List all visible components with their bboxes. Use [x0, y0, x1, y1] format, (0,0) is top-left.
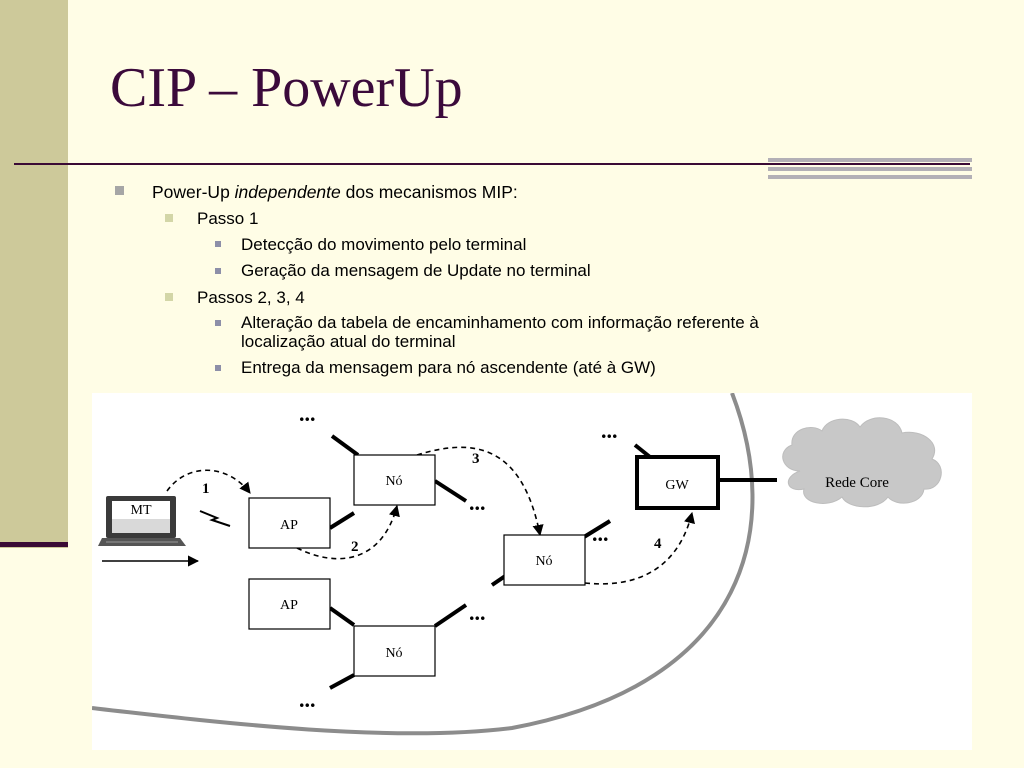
bullet-square-icon [215, 268, 221, 274]
step-label: 3 [472, 451, 480, 467]
decorative-side-band [0, 0, 68, 548]
ap-node-bottom: AP [248, 578, 331, 630]
node-top: Nó [353, 454, 436, 506]
title-divider-stripe [768, 175, 972, 179]
bullet-item: Entrega da mensagem para nó ascendente (… [241, 358, 656, 377]
continuation-dots: ... [299, 687, 316, 712]
bullet-item-continuation: localização atual do terminal [241, 332, 456, 351]
continuation-dots: ... [469, 600, 486, 625]
continuation-dots: ... [299, 401, 316, 426]
side-band-divider [0, 542, 68, 547]
title-divider-stripe [768, 158, 972, 162]
continuation-dots: ... [469, 490, 486, 515]
continuation-dots: ... [601, 418, 618, 443]
bullet-square-icon [165, 214, 173, 222]
gateway-node: GW [635, 455, 720, 510]
slide-title: CIP – PowerUp [110, 57, 463, 119]
bullet-square-icon [165, 293, 173, 301]
svg-text:Nó: Nó [385, 474, 402, 489]
title-divider [14, 163, 970, 165]
cloud-label: Rede Core [825, 475, 889, 491]
bullet-square-icon [215, 320, 221, 326]
step-label: 1 [202, 481, 210, 497]
svg-text:Nó: Nó [385, 646, 402, 661]
step-label: 2 [351, 539, 359, 555]
ap-node-top: AP [248, 497, 331, 549]
bullet-passo-1: Passo 1 [197, 209, 259, 228]
node-middle: Nó [503, 534, 586, 586]
network-diagram: 1 2 3 4 ... ... ... ... ... ... MT AP [91, 392, 972, 750]
bullet-item: Alteração da tabela de encaminhamento co… [241, 313, 759, 332]
bullet-item: Detecção do movimento pelo terminal [241, 235, 527, 254]
network-diagram-svg: 1 2 3 4 ... ... ... ... ... ... MT AP [91, 392, 942, 736]
continuation-dots: ... [592, 521, 609, 546]
bullet-square-icon [215, 241, 221, 247]
bullet-square-icon [115, 186, 124, 195]
network-links [328, 434, 777, 690]
svg-text:GW: GW [665, 478, 689, 493]
step-arrows [166, 446, 695, 585]
bullet-passos-2-3-4: Passos 2, 3, 4 [197, 288, 305, 307]
domain-boundary-arc [91, 392, 755, 736]
cloud-icon: Rede Core [782, 417, 942, 508]
mt-label: MT [131, 503, 152, 518]
svg-text:AP: AP [280, 598, 298, 613]
wireless-signal-icon [199, 510, 231, 527]
bullet-square-icon [215, 365, 221, 371]
node-bottom: Nó [353, 625, 436, 677]
bullet-item: Geração da mensagem de Update no termina… [241, 261, 591, 280]
step-label: 4 [654, 536, 662, 552]
svg-text:Nó: Nó [535, 554, 552, 569]
bullet-power-up: Power-Up independente dos mecanismos MIP… [152, 182, 518, 202]
svg-text:AP: AP [280, 518, 298, 533]
laptop-icon: MT [98, 496, 186, 546]
title-divider-stripe [768, 167, 972, 171]
